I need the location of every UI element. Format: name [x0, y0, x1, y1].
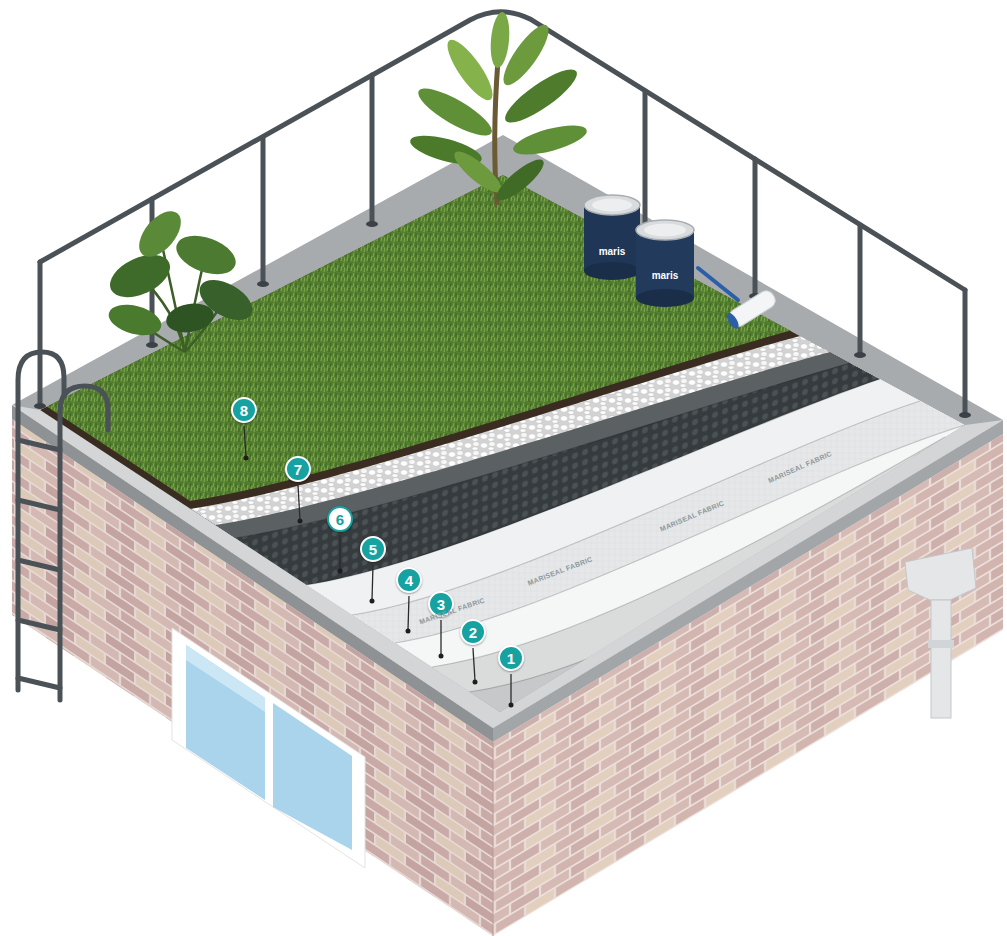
- plant-leaf: [164, 300, 216, 336]
- callout-number: 8: [240, 403, 248, 418]
- layer-edge: [306, 379, 880, 585]
- leader-line: [408, 596, 409, 630]
- leader-dot: [244, 456, 249, 461]
- callout-number: 7: [294, 462, 302, 477]
- grass-layer: [40, 167, 800, 501]
- leader-line: [244, 426, 246, 457]
- can-lid-inner: [644, 224, 686, 237]
- ladder-rail: [18, 352, 64, 690]
- railing-post: [963, 290, 968, 414]
- window-pane: [186, 645, 265, 800]
- layer-edge: [432, 437, 945, 667]
- paint-cans: [584, 195, 694, 307]
- plant-leaf: [105, 299, 164, 340]
- leader-dot: [439, 654, 444, 659]
- post-base: [366, 221, 378, 227]
- callout-circle: 6: [327, 506, 353, 532]
- rain-hopper: [905, 548, 976, 600]
- callout-number: 5: [369, 542, 377, 557]
- callout-circle: 2: [460, 619, 486, 645]
- railing-post: [643, 91, 648, 232]
- callout-number: 6: [336, 512, 344, 527]
- layer-edge: [235, 363, 850, 538]
- downpipe: [931, 600, 951, 718]
- ladder-rung: [18, 500, 60, 510]
- callout-number: 2: [469, 625, 477, 640]
- fabric-print: MARISEAL FABRIC: [767, 450, 833, 484]
- leader-line: [298, 485, 300, 520]
- leader-dot: [473, 680, 478, 685]
- plant-leaf: [491, 154, 549, 206]
- callout-circle: 5: [360, 536, 386, 562]
- post-base: [146, 342, 158, 348]
- window-pane: [273, 703, 352, 850]
- leader-dot: [509, 703, 514, 708]
- leader-line: [440, 620, 441, 655]
- window-frame: [172, 628, 365, 868]
- callout-number: 1: [507, 651, 515, 666]
- callout-number: 4: [405, 573, 413, 588]
- layer-edge: [352, 401, 920, 615]
- pipe-bracket: [928, 640, 954, 648]
- post-base: [257, 281, 269, 287]
- plant-leaf: [171, 228, 241, 281]
- can-lid-inner: [592, 199, 632, 212]
- plant-leaf: [449, 146, 507, 198]
- plant-leaf: [489, 11, 512, 68]
- callout-circle: 4: [396, 567, 422, 593]
- roller-end: [725, 311, 741, 331]
- ladder-rung: [18, 560, 60, 570]
- brand-logo: maris: [599, 247, 626, 257]
- leader-dot: [406, 629, 411, 634]
- leader-line: [339, 535, 340, 570]
- leader-line: [473, 648, 475, 681]
- ladder-rung: [18, 678, 60, 688]
- railing-post: [38, 262, 43, 405]
- railing-post: [370, 75, 375, 223]
- leader-dot: [338, 569, 343, 574]
- can-lid: [584, 195, 640, 215]
- plant-leaf: [103, 246, 176, 306]
- leader-line: [372, 565, 373, 600]
- ladder-rung: [18, 440, 60, 450]
- fabric-print: MARISEAL FABRIC: [527, 555, 594, 586]
- window-reflection: [186, 645, 265, 712]
- plant-leaf: [131, 204, 189, 265]
- callout-circle: 8: [231, 397, 257, 423]
- post-base: [34, 403, 46, 409]
- railing-post: [753, 159, 758, 295]
- plant-leaf: [510, 120, 589, 161]
- roller-handle: [698, 268, 738, 300]
- ladder-rung: [18, 620, 60, 630]
- leader-dot: [370, 599, 375, 604]
- leader-dot: [298, 519, 303, 524]
- can-bottom: [584, 262, 640, 280]
- callout-circle: 1: [498, 645, 524, 671]
- post-base: [959, 412, 971, 418]
- can-bottom: [636, 289, 694, 307]
- wall-corner: [493, 742, 494, 936]
- leader-line: [510, 674, 511, 704]
- brand-logo: maris: [652, 271, 679, 281]
- ladder-rail: [60, 386, 108, 700]
- callout-circle: 7: [285, 456, 311, 482]
- railing-post: [261, 137, 266, 283]
- railing-top: [40, 12, 965, 290]
- post-base: [854, 352, 866, 358]
- fabric-print: MARISEAL FABRIC: [659, 499, 725, 532]
- railing-post: [858, 225, 863, 354]
- can-lid: [636, 220, 694, 240]
